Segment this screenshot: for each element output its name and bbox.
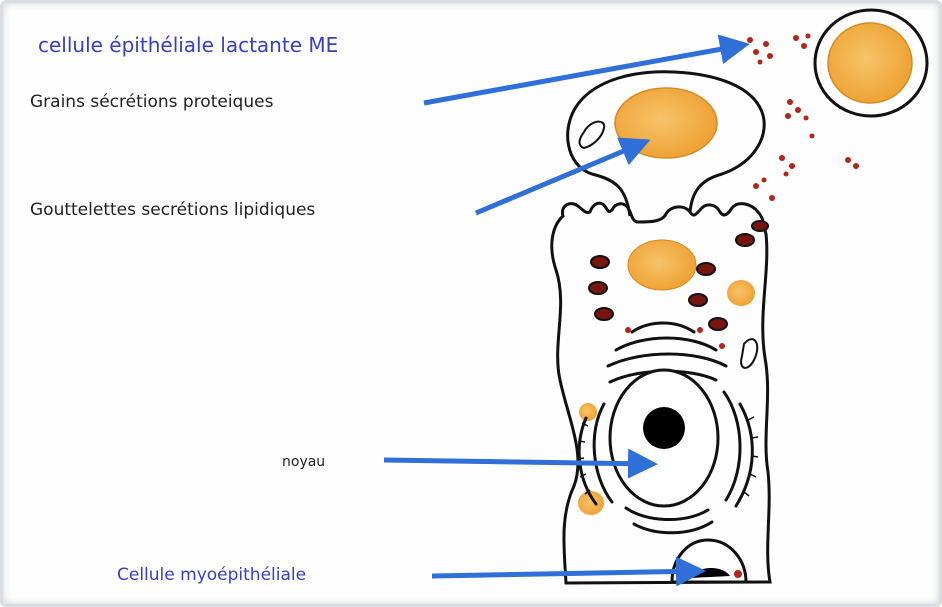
lipid-droplet-small bbox=[727, 280, 755, 306]
lipid-droplet-left bbox=[579, 403, 597, 421]
lipid-droplet-secreted bbox=[828, 23, 912, 103]
lipid-droplet-cytoplasm bbox=[628, 240, 696, 290]
nucleolus bbox=[643, 407, 685, 449]
label-protein-grains: Grains sécrétions proteiques bbox=[30, 92, 273, 112]
diagram-title: cellule épithéliale lactante ME bbox=[38, 33, 338, 57]
label-nucleus: noyau bbox=[282, 454, 325, 470]
arrow-myoepithelial bbox=[432, 571, 700, 576]
label-myoepithelial-cell: Cellule myoépithéliale bbox=[117, 565, 306, 585]
vesicle-apical bbox=[580, 122, 605, 148]
vesicle-elongated bbox=[741, 339, 757, 368]
label-lipid-droplets: Gouttelettes secrétions lipidiques bbox=[30, 200, 315, 220]
